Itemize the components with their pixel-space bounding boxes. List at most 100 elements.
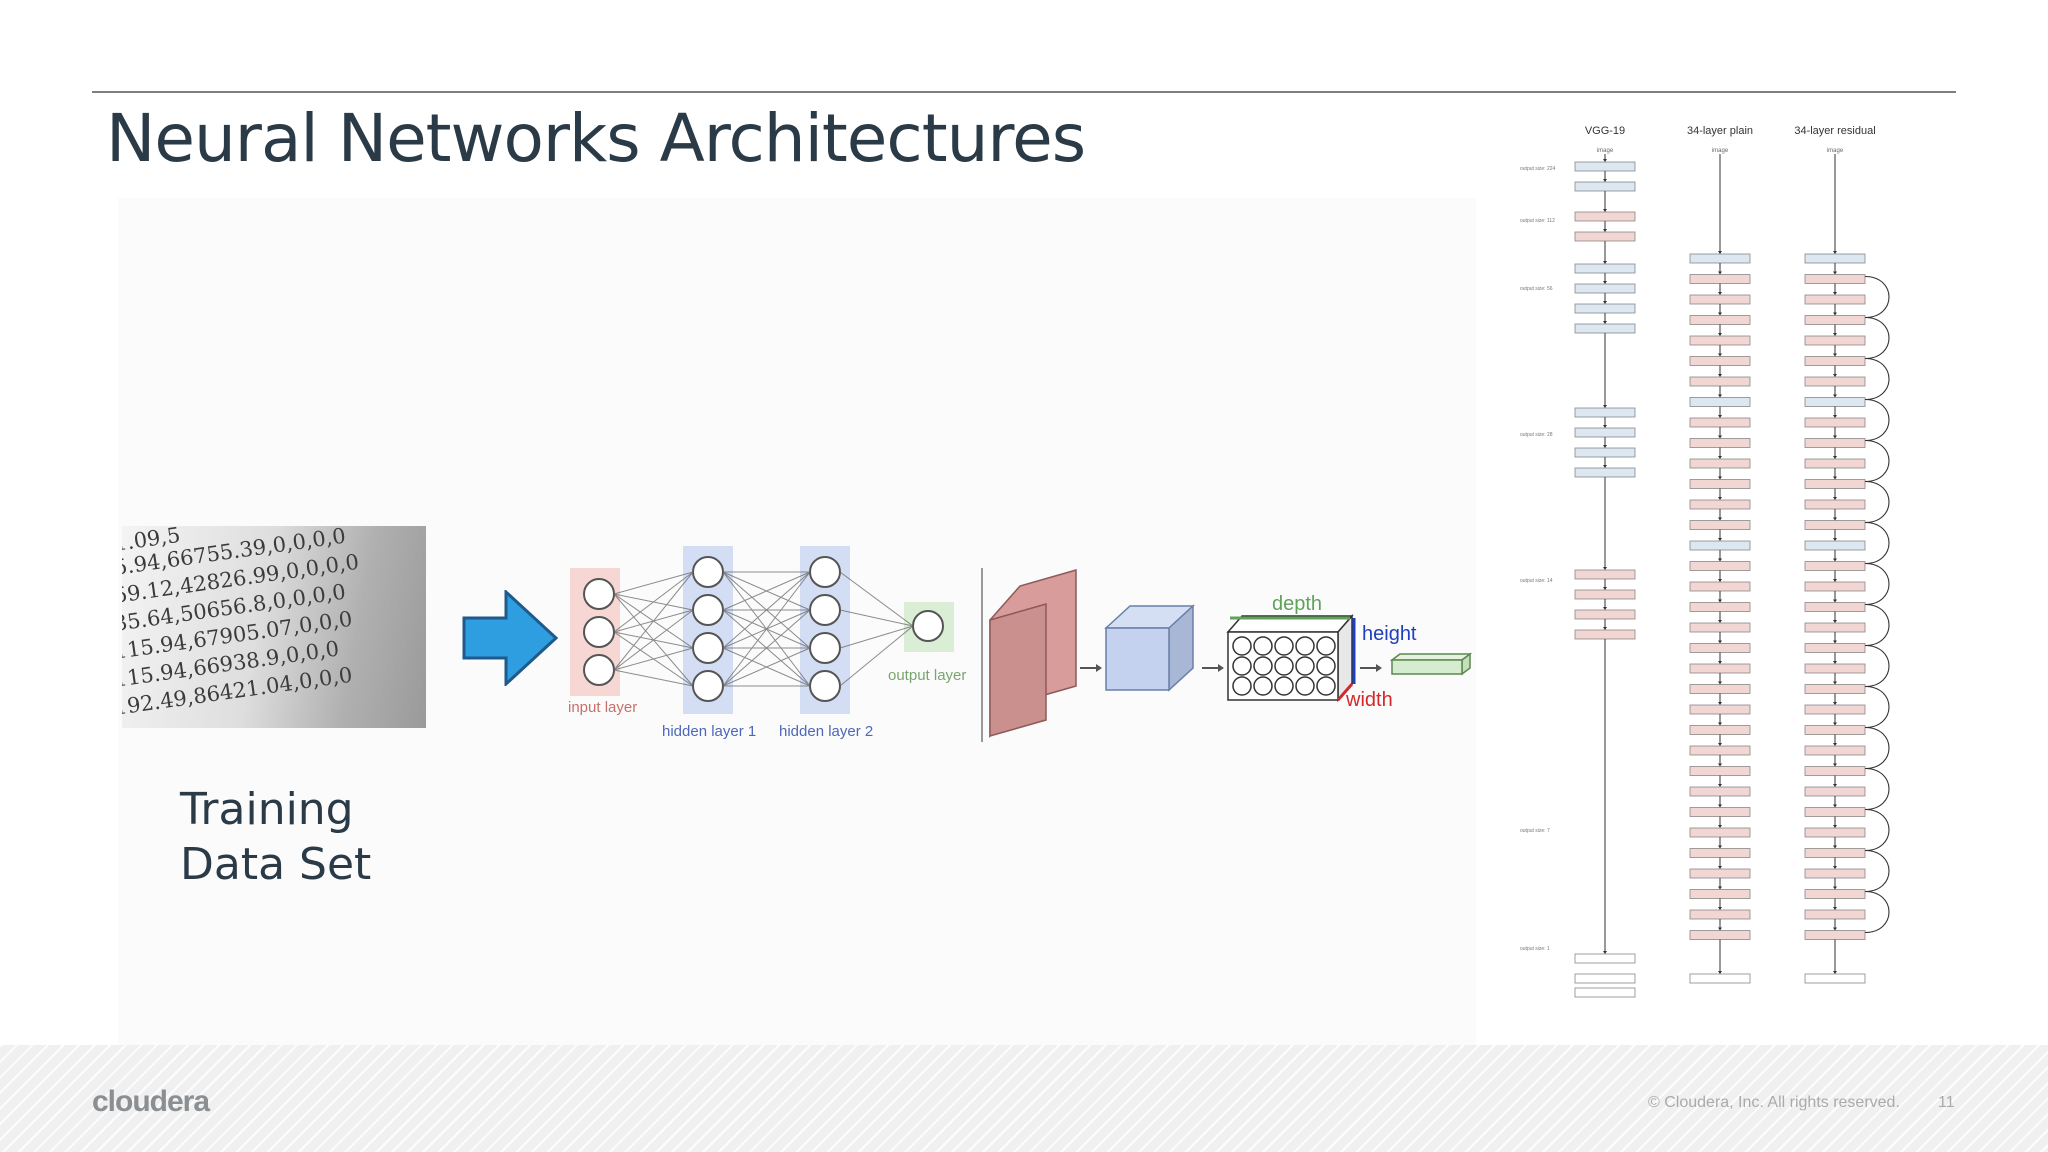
flow-arrowhead	[1718, 353, 1722, 357]
flow-arrowhead	[1718, 333, 1722, 336]
arrow-right-icon	[462, 590, 558, 686]
flow-arrowhead	[1603, 951, 1607, 954]
vgg-layer-block	[1574, 231, 1636, 242]
depth-label: depth	[1272, 593, 1322, 615]
residual-layer-block	[1804, 622, 1866, 633]
residual-layer-block	[1804, 725, 1866, 735]
flow-arrowhead	[1833, 866, 1837, 869]
residual-layer-block	[1804, 643, 1866, 653]
plain-fc-block	[1689, 973, 1751, 984]
residual-layer-block	[1804, 438, 1866, 448]
flow-arrowhead	[1603, 321, 1607, 324]
flow-arrowhead	[1718, 763, 1722, 767]
residual-layer-block	[1804, 397, 1866, 407]
connections	[613, 571, 914, 687]
flow-arrowhead	[1718, 886, 1722, 890]
plain-layer-block	[1689, 458, 1751, 469]
plain-layer-block	[1689, 417, 1751, 428]
flow-arrowhead	[1833, 845, 1837, 849]
vgg-layer-block	[1574, 161, 1636, 172]
flow-arrowhead	[1833, 558, 1837, 562]
plain-layer-block	[1689, 253, 1751, 264]
plain-layer-block	[1689, 335, 1751, 346]
flow-arrowhead	[1718, 702, 1722, 705]
plain-layer-block	[1689, 622, 1751, 633]
flow-arrowhead	[1833, 927, 1837, 931]
flow-arrowhead	[1833, 763, 1837, 767]
flow-arrowhead	[1718, 517, 1722, 521]
shortcut-connection	[1864, 726, 1890, 770]
shortcut-connection	[1864, 767, 1890, 811]
flow-arrowhead	[1603, 607, 1607, 610]
width-label: width	[1345, 689, 1393, 711]
conv-slab	[989, 569, 1077, 738]
flow-arrowhead	[1718, 558, 1722, 562]
flow-arrowhead	[1718, 804, 1722, 808]
hidden-layer-1-label: hidden layer 1	[662, 723, 756, 740]
vgg-layer-block	[1574, 629, 1636, 640]
flow-arrowhead	[1718, 394, 1722, 398]
flow-arrowhead	[1833, 971, 1837, 974]
flow-arrowhead	[1718, 722, 1722, 726]
flow-arrowhead	[1833, 640, 1837, 644]
residual-layer-block	[1804, 807, 1866, 817]
vgg-layer-block	[1574, 427, 1636, 438]
slide-title: Neural Networks Architectures	[106, 100, 1086, 177]
residual-layer-block	[1804, 376, 1866, 387]
plain-layer-block	[1689, 745, 1751, 756]
output-size-label: output size: 7	[1520, 828, 1550, 834]
flow-arrowhead	[1603, 229, 1607, 232]
vgg-layer-block	[1574, 283, 1636, 294]
hidden-layer-2	[800, 546, 850, 714]
training-label-line2: Data Set	[180, 839, 372, 890]
output-size-label: output size: 56	[1520, 286, 1553, 292]
shortcut-connection	[1864, 275, 1890, 319]
vgg-layer-block	[1574, 569, 1636, 580]
copyright-text: © Cloudera, Inc. All rights reserved.	[1648, 1094, 1900, 1111]
flow-arrowhead	[1603, 209, 1607, 212]
residual-layer-block	[1804, 704, 1866, 715]
flow-arrowhead	[1718, 415, 1722, 418]
residual-layer-block	[1804, 766, 1866, 776]
shortcut-connection	[1864, 439, 1890, 483]
residual-layer-block	[1804, 479, 1866, 489]
flow-arrowhead	[1718, 476, 1722, 480]
residual-layer-block	[1804, 561, 1866, 571]
plain-layer-block	[1689, 827, 1751, 838]
residual-layer-block	[1804, 684, 1866, 694]
residual-layer-block	[1804, 315, 1866, 325]
training-data-photo: 1.09,5 5.94,66755.39,0,0,0,0 59.12,42826…	[122, 526, 426, 728]
plain-layer-block	[1689, 376, 1751, 387]
vgg-image-label: image	[1597, 148, 1614, 154]
shortcut-connection	[1864, 685, 1890, 729]
flow-arrowhead	[1718, 251, 1722, 254]
neuron-volume	[1226, 614, 1356, 702]
flow-arrowhead	[1833, 456, 1837, 459]
output-size-label: output size: 28	[1520, 432, 1553, 438]
vgg-layer-block	[1574, 447, 1636, 458]
plain-layer-block	[1689, 786, 1751, 797]
vgg-layer-block	[1574, 323, 1636, 334]
flow-arrowhead	[1603, 159, 1607, 162]
plain-layer-block	[1689, 602, 1751, 612]
flow-arrowhead	[1833, 681, 1837, 685]
plain-layer-block	[1689, 356, 1751, 366]
plain-layer-block	[1689, 561, 1751, 571]
vgg-fc-block	[1574, 973, 1636, 984]
flow-arrowhead	[1833, 579, 1837, 582]
plain-layer-block	[1689, 725, 1751, 735]
shortcut-connection	[1864, 316, 1890, 360]
residual-layer-block	[1804, 499, 1866, 510]
flow-arrowhead	[1833, 784, 1837, 787]
plain-layer-block	[1689, 520, 1751, 530]
flow-arrowhead	[1718, 292, 1722, 295]
residual-layer-block	[1804, 889, 1866, 899]
plain-layer-block	[1689, 315, 1751, 325]
flow-arrowhead	[1718, 497, 1722, 500]
vgg-layer-block	[1574, 407, 1636, 418]
title-rule	[92, 91, 1956, 93]
shortcut-connection	[1864, 808, 1890, 852]
hidden-layer-2-label: hidden layer 2	[779, 723, 873, 740]
input-layer	[570, 568, 620, 696]
shortcut-connection	[1864, 521, 1890, 565]
